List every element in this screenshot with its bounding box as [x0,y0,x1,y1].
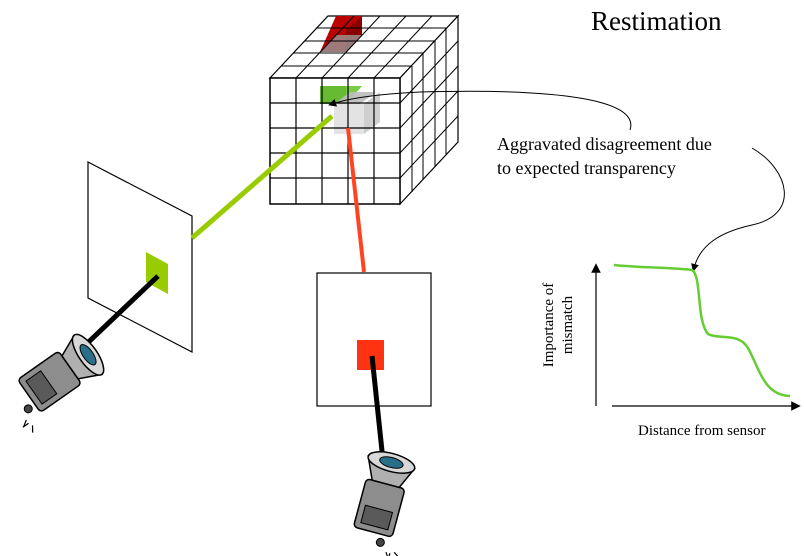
top-grid [282,15,446,79]
green-ray [190,114,334,240]
annotation-line-1: Aggravated disagreement due [497,134,712,154]
y-label-line-1: Importance of [541,282,557,368]
orange-ray [346,127,366,273]
camera-icon-bottom [353,451,416,556]
annotation-line-2: to expected transparency [497,158,676,178]
graph-x-axis-label: Distance from sensor [638,423,766,439]
graph-y-axis-label: Importance of mismatch [540,250,580,400]
image-plane-left [87,161,193,353]
annotation-pointer-to-graph [691,147,785,272]
graph-axes [591,263,801,411]
voxel-cube [268,14,460,206]
annotation-pointer-to-voxel [328,90,632,131]
black-ray-left [76,274,160,354]
camera-icon-left [18,333,105,433]
front-grid [270,78,400,204]
mismatch-curve [613,263,791,398]
annotation-text: Aggravated disagreement due to expected … [497,132,712,180]
green-voxel [320,86,346,104]
page-title: Restimation [591,6,722,36]
black-ray-bottom [369,355,387,471]
y-label-line-2: mismatch [560,295,576,355]
